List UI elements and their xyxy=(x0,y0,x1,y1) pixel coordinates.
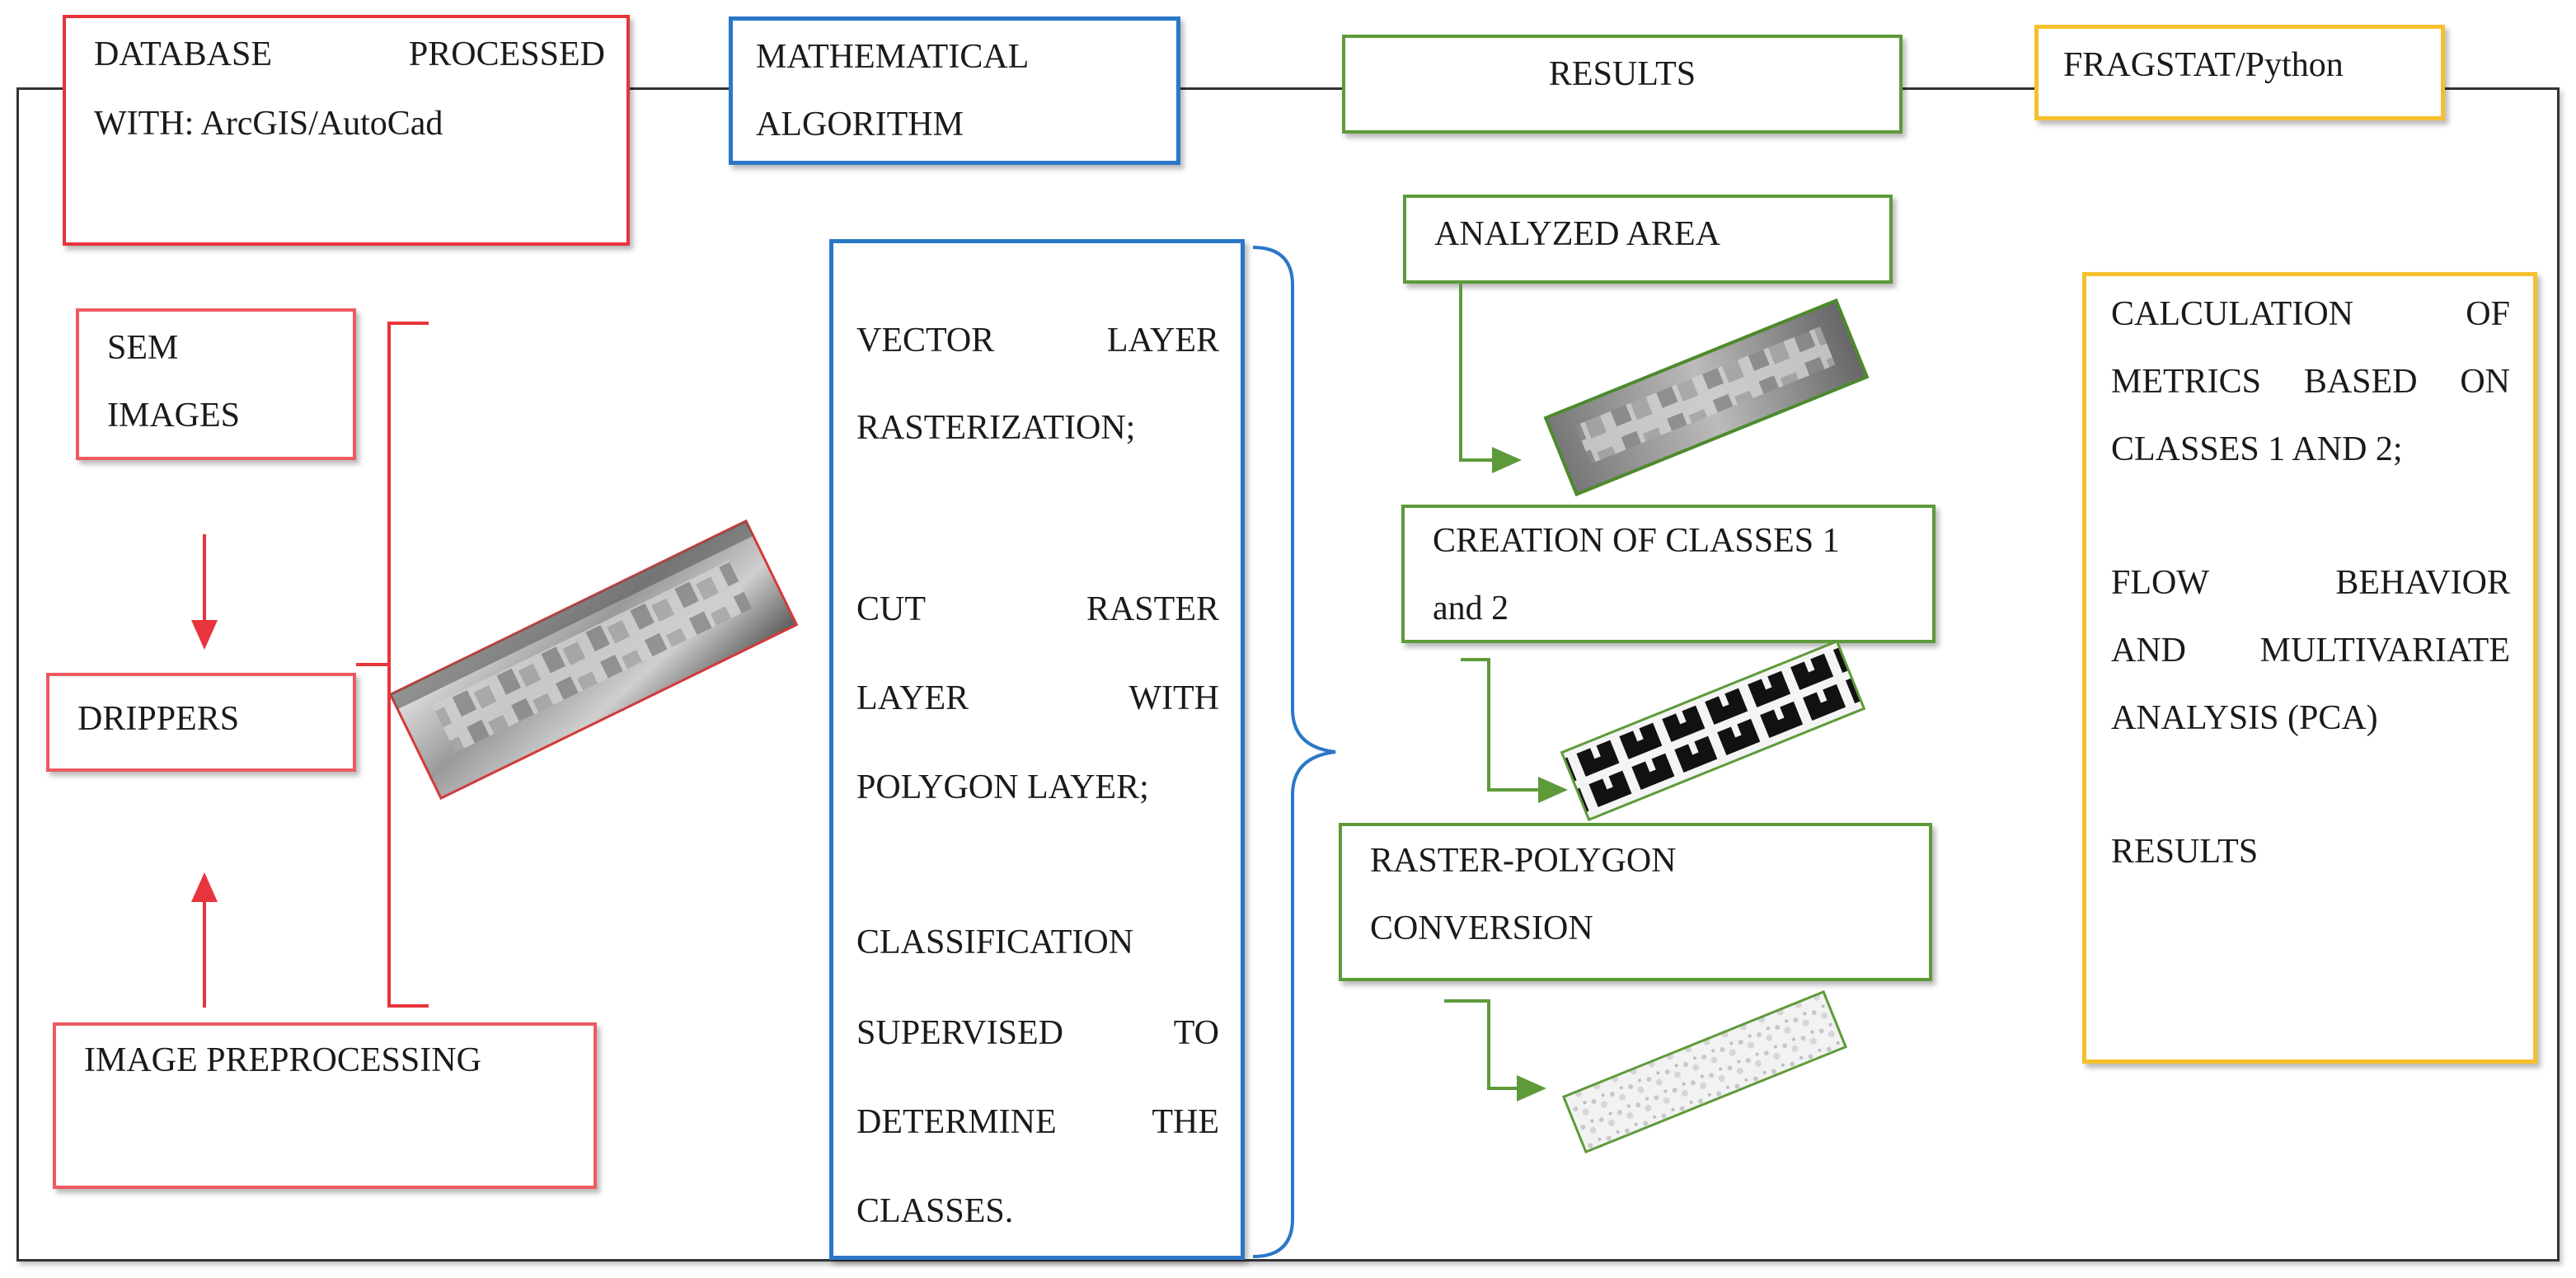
algorithm-brace xyxy=(1252,246,1336,1258)
algorithm-header-line1: MATHEMATICAL xyxy=(756,38,1030,76)
raster-polygon-line2: CONVERSION xyxy=(1370,909,1593,947)
raster-polygon-line1: RASTER-POLYGON xyxy=(1370,842,1677,880)
step1-line2: RASTERIZATION; xyxy=(856,409,1136,447)
creation-classes-line2: and 2 xyxy=(1433,590,1509,627)
database-header-box: DATABASE PROCESSED WITH: ArcGIS/AutoCad xyxy=(63,15,630,246)
image-preprocessing-label: IMAGE PREPROCESSING xyxy=(84,1041,481,1079)
algorithm-header-line2: ALGORITHM xyxy=(756,106,964,143)
metrics-line2: METRICS BASED ON xyxy=(2111,363,2510,401)
raster-polygon-image xyxy=(1561,989,1848,1154)
fragstat-header-box: FRAGSTAT/Python xyxy=(2034,25,2445,120)
step3-line1: CLASSIFICATION xyxy=(856,923,1134,961)
metrics-line1: CALCULATION OF xyxy=(2111,295,2510,333)
step1-line1: VECTOR LAYER xyxy=(856,322,1219,359)
flow-line3: ANALYSIS (PCA) xyxy=(2111,699,2378,737)
diagram-frame xyxy=(16,87,2560,1262)
flow-line2: AND MULTIVARIATE xyxy=(2111,632,2510,670)
metrics-line3: CLASSES 1 AND 2; xyxy=(2111,430,2403,468)
step3-line3: DETERMINE THE xyxy=(856,1103,1219,1141)
fragstat-panel-box: CALCULATION OF METRICS BASED ON CLASSES … xyxy=(2082,272,2537,1064)
image-preprocessing-box: IMAGE PREPROCESSING xyxy=(53,1022,597,1189)
analyzed-area-box: ANALYZED AREA xyxy=(1403,195,1893,284)
algorithm-steps-box: VECTOR LAYER RASTERIZATION; CUT RASTER L… xyxy=(829,239,1245,1260)
step3-line2: SUPERVISED TO xyxy=(856,1014,1219,1052)
analyzed-area-image xyxy=(1543,298,1870,497)
creation-classes-box: CREATION OF CLASSES 1 and 2 xyxy=(1401,505,1936,643)
arrow-analyzed-area xyxy=(1459,284,1522,473)
fragstat-results-label: RESULTS xyxy=(2111,833,2259,871)
left-bracket xyxy=(356,322,429,1008)
step2-line1: CUT RASTER xyxy=(856,590,1219,628)
database-header-line1: DATABASE PROCESSED xyxy=(94,35,605,73)
results-header-box: RESULTS xyxy=(1342,35,1903,134)
step2-line2: LAYER WITH xyxy=(856,679,1219,717)
raster-polygon-box: RASTER-POLYGON CONVERSION xyxy=(1339,823,1932,981)
sem-images-line2: IMAGES xyxy=(107,397,241,435)
creation-classes-line1: CREATION OF CLASSES 1 xyxy=(1433,522,1840,560)
algorithm-header-box: MATHEMATICAL ALGORITHM xyxy=(729,16,1180,165)
sem-images-box: SEM IMAGES xyxy=(76,308,356,460)
arrow-creation-classes xyxy=(1461,658,1568,803)
arrow-raster-polygon xyxy=(1444,999,1546,1102)
flow-line1: FLOW BEHAVIOR xyxy=(2111,564,2510,602)
drippers-box: DRIPPERS xyxy=(46,673,356,772)
step3-line4: CLASSES. xyxy=(856,1192,1014,1230)
database-header-line2: WITH: ArcGIS/AutoCad xyxy=(94,105,443,143)
drippers-label: DRIPPERS xyxy=(77,700,240,738)
fragstat-header-label: FRAGSTAT/Python xyxy=(2063,46,2344,84)
sem-images-line1: SEM xyxy=(107,329,179,367)
analyzed-area-label: ANALYZED AREA xyxy=(1434,215,1720,253)
step2-line3: POLYGON LAYER; xyxy=(856,768,1149,806)
results-header-label: RESULTS xyxy=(1548,55,1696,93)
sem-dripper-image xyxy=(388,519,799,801)
classes-image xyxy=(1560,639,1866,822)
